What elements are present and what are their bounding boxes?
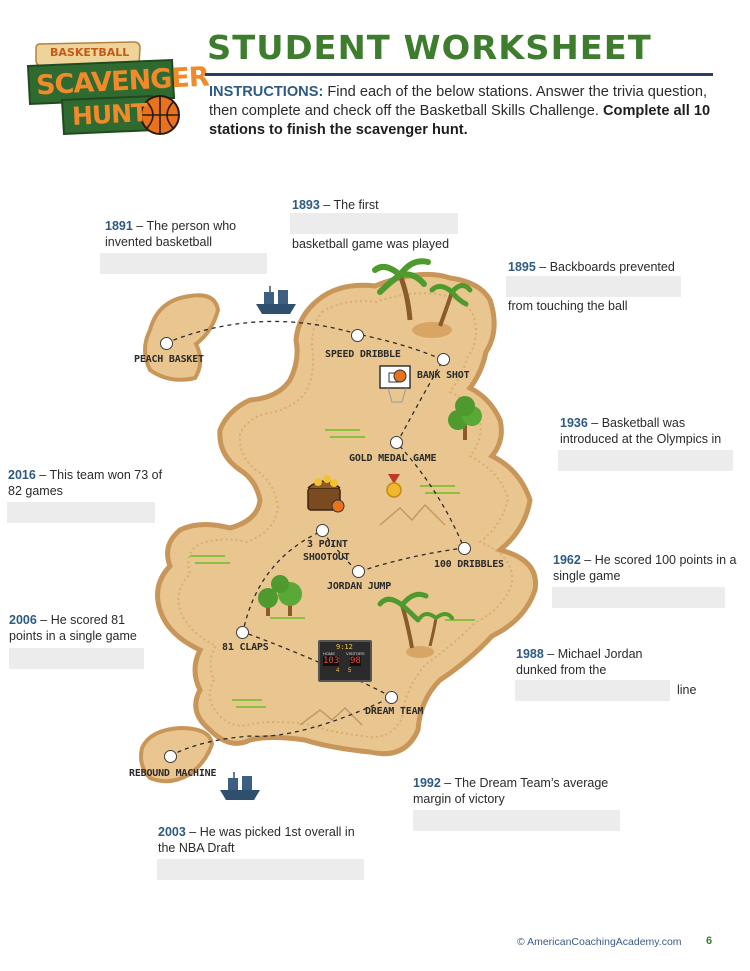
question-year: 1891 <box>105 219 133 233</box>
basketball-hoop-icon <box>379 365 411 403</box>
question-2006: 2006 – He scored 81 points in a single g… <box>9 612 159 644</box>
route-path <box>165 320 465 757</box>
question-1891: 1891 – The person who invented basketbal… <box>105 218 265 250</box>
answer-field-1891[interactable] <box>100 253 267 274</box>
scoreboard-icon: 9:12 HOME VISITORS 103 98 4 5 <box>318 640 372 682</box>
question-year: 1988 <box>516 647 544 661</box>
logo-small-text: BASKETBALL <box>50 46 130 59</box>
question-2016: 2016 – This team won 73 of 82 games <box>8 467 163 499</box>
station-node-3-point-shootout[interactable] <box>316 524 329 537</box>
station-label-peach-basket: PEACH BASKET <box>134 354 204 365</box>
answer-field-1895[interactable] <box>506 276 681 297</box>
scoreboard-fouls-visitors: 5 <box>348 668 352 674</box>
station-node-81-claps[interactable] <box>236 626 249 639</box>
instructions-lead: INSTRUCTIONS: <box>209 84 324 100</box>
question-year: 2016 <box>8 468 36 482</box>
instructions-strong: Complete all 10 stations to finish the s… <box>209 103 711 138</box>
station-node-dream-team[interactable] <box>385 691 398 704</box>
station-node-gold-medal-game[interactable] <box>390 436 403 449</box>
station-label-81-claps: 81 CLAPS <box>222 642 269 653</box>
answer-field-1992[interactable] <box>413 810 620 831</box>
question-1895-after: from touching the ball <box>508 299 628 313</box>
scoreboard-clock: 9:12 <box>336 643 353 651</box>
scoreboard-home-score: 103 <box>323 656 340 666</box>
page-number: 6 <box>706 935 713 947</box>
answer-field-1988[interactable] <box>515 680 670 701</box>
scoreboard-visitors-label: VISITORS <box>346 651 365 656</box>
main-island <box>155 271 539 757</box>
station-label-gold-medal-game: GOLD MEDAL GAME <box>349 453 437 464</box>
answer-field-1962[interactable] <box>552 587 725 608</box>
station-label-bank-shot: BANK SHOT <box>417 370 470 381</box>
answer-field-2003[interactable] <box>157 859 364 880</box>
pirate-ship-icon <box>220 772 260 800</box>
answer-field-2016[interactable] <box>7 502 155 523</box>
palm-tree-icon <box>377 591 454 658</box>
question-1962: 1962 – He scored 100 points in a single … <box>553 552 743 584</box>
question-year: 2003 <box>158 825 186 839</box>
question-1893-after: basketball game was played <box>292 237 450 251</box>
grass-lines <box>190 429 475 708</box>
question-year: 1893 <box>292 198 320 212</box>
scoreboard-fouls-home: 4 <box>336 668 340 674</box>
answer-field-1936[interactable] <box>558 450 733 471</box>
question-1893: 1893 – The first <box>292 197 492 213</box>
station-node-peach-basket[interactable] <box>160 337 173 350</box>
scavenger-hunt-logo-icon: BASKETBALL SCAVENGER HUNT <box>22 38 209 138</box>
station-label-rebound-machine: REBOUND MACHINE <box>129 768 217 779</box>
question-1936: 1936 – Basketball was introduced at the … <box>560 415 740 447</box>
question-text: – The Dream Team’s average margin of vic… <box>413 776 609 806</box>
page-title: STUDENT WORKSHEET <box>207 28 652 67</box>
scoreboard-visitors-score: 98 <box>350 656 361 666</box>
question-1988-after: line <box>677 683 697 697</box>
footer-copyright: © AmericanCoachingAcademy.com <box>517 936 682 948</box>
question-text: – He scored 100 points in a single game <box>553 553 737 583</box>
question-year: 1962 <box>553 553 581 567</box>
instructions: INSTRUCTIONS: Find each of the below sta… <box>209 83 714 140</box>
station-node-100-dribbles[interactable] <box>458 542 471 555</box>
treasure-chest-icon <box>307 475 345 513</box>
station-label-speed-dribble: SPEED DRIBBLE <box>325 349 401 360</box>
station-node-speed-dribble[interactable] <box>351 329 364 342</box>
station-label-100-dribbles: 100 DRIBBLES <box>434 559 504 570</box>
question-year: 1992 <box>413 776 441 790</box>
question-text: – The first <box>319 198 379 212</box>
title-divider <box>205 73 713 76</box>
tree-icon <box>258 575 302 616</box>
station-label-3-point: 3 POINT <box>307 539 348 550</box>
station-node-rebound-machine[interactable] <box>164 750 177 763</box>
question-text: – Backboards prevented <box>535 260 675 274</box>
station-label-shootout: SHOOTOUT <box>303 552 350 563</box>
question-year: 1895 <box>508 260 536 274</box>
question-1992: 1992 – The Dream Team’s average margin o… <box>413 775 628 807</box>
answer-field-1893[interactable] <box>290 213 458 234</box>
answer-field-2006[interactable] <box>9 648 144 669</box>
question-text: – The person who invented basketball <box>105 219 237 249</box>
question-year: 2006 <box>9 613 37 627</box>
question-text: – This team won 73 of 82 games <box>8 468 163 498</box>
question-1988: 1988 – Michael Jordan dunked from the <box>516 646 666 678</box>
question-1895: 1895 – Backboards prevented <box>508 259 708 275</box>
question-2003: 2003 – He was picked 1st overall in the … <box>158 824 373 856</box>
question-text: – He scored 81 points in a single game <box>9 613 137 643</box>
question-text: – Basketball was introduced at the Olymp… <box>560 416 722 446</box>
station-node-bank-shot[interactable] <box>437 353 450 366</box>
scoreboard-home-label: HOME <box>323 651 335 656</box>
gold-medal-icon <box>386 474 402 498</box>
mountain-icon <box>299 503 446 726</box>
question-year: 1936 <box>560 416 588 430</box>
station-label-jordan-jump: JORDAN JUMP <box>327 581 392 592</box>
question-text: – He was picked 1st overall in the NBA D… <box>158 825 355 855</box>
palm-tree-icon <box>372 258 473 338</box>
station-node-jordan-jump[interactable] <box>352 565 365 578</box>
instructions-text: Find each of the below stations. Answer … <box>209 84 708 119</box>
station-label-dream-team: DREAM TEAM <box>365 706 424 717</box>
pirate-ship-icon <box>256 286 296 314</box>
question-text: – Michael Jordan dunked from the <box>516 647 643 677</box>
tree-icon <box>448 396 482 440</box>
